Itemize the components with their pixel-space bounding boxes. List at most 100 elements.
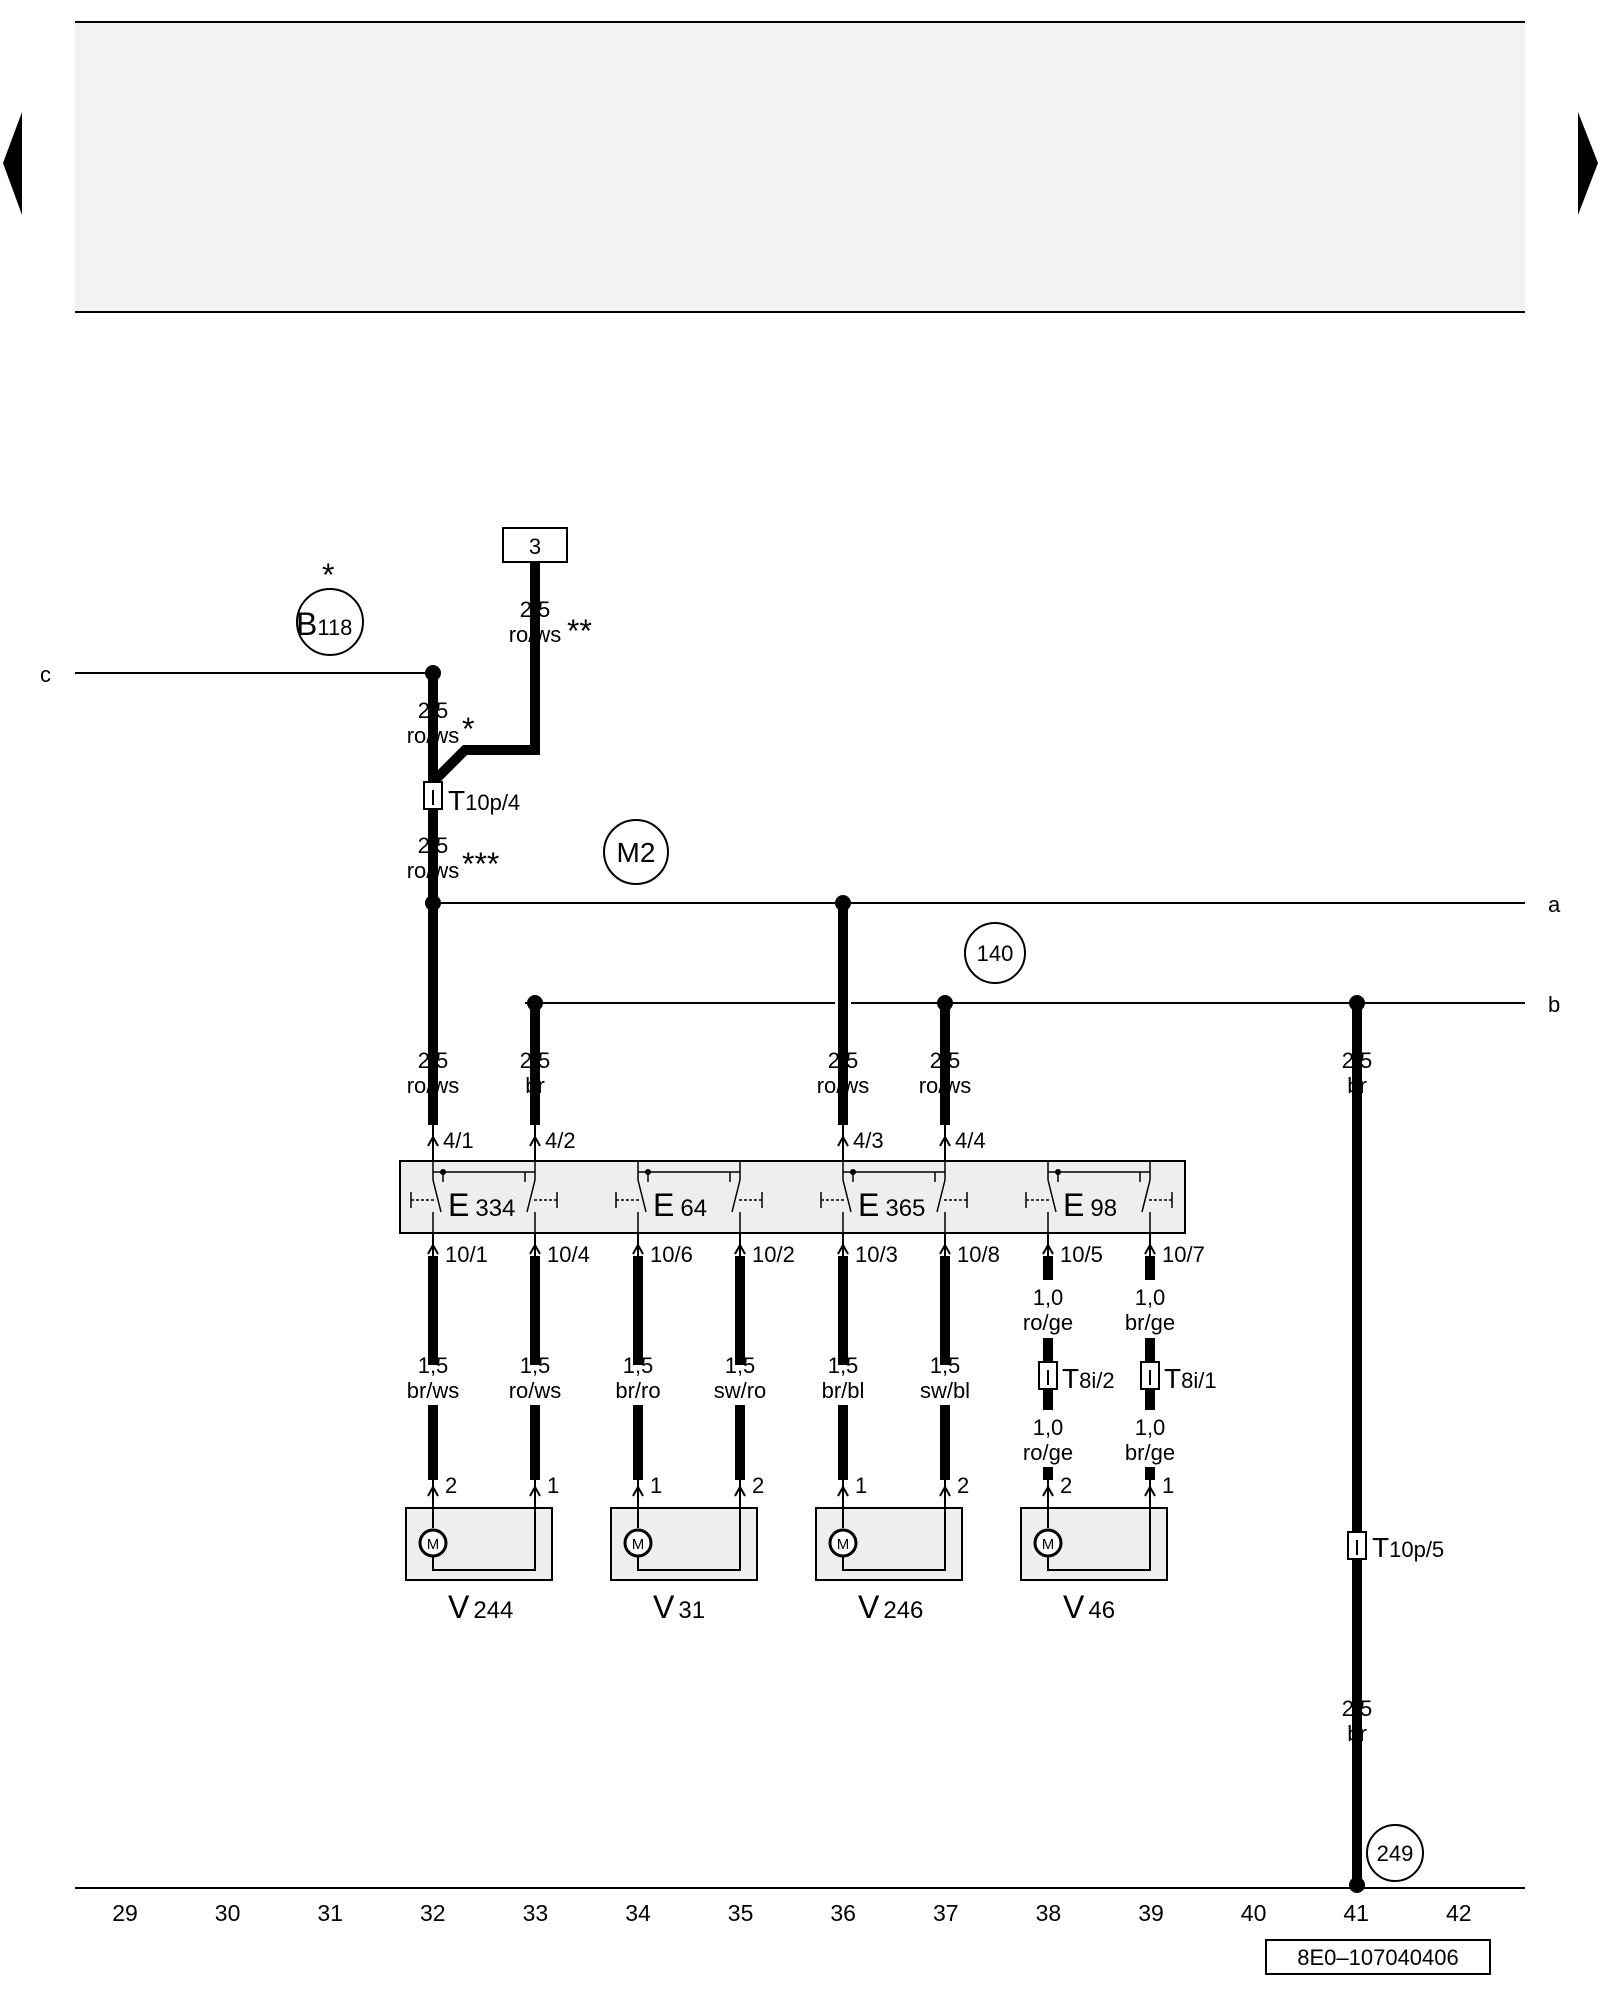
pin-label: 4/2	[545, 1128, 576, 1153]
pin-arrow-icon	[939, 1484, 951, 1497]
column-number: 30	[215, 1900, 241, 1926]
wire-label-size: 2,5	[418, 698, 449, 723]
wire-label-color: ro/ws	[919, 1073, 972, 1098]
wire-label-color: sw/bl	[920, 1378, 970, 1403]
switch-letter: E	[448, 1187, 469, 1223]
wire-label-size: 1,5	[623, 1353, 654, 1378]
doc-id: 8E0–107040406	[1297, 1945, 1459, 1970]
pin-arrow-icon	[427, 1484, 439, 1497]
junction-dot	[1349, 1877, 1365, 1893]
location-circle-140	[964, 922, 1026, 984]
connector-label: T8i/1	[1164, 1363, 1217, 1394]
pin-label: 2	[752, 1473, 764, 1498]
connector-sub: 8i/2	[1079, 1368, 1114, 1393]
b118-star: *	[322, 557, 334, 593]
pin-label: 2	[445, 1473, 457, 1498]
switch-number: 365	[885, 1195, 925, 1222]
pin-arrow-icon	[939, 1242, 951, 1255]
connector-label: T8i/2	[1062, 1363, 1115, 1394]
wire-label-color: ro/ge	[1023, 1310, 1073, 1335]
column-number: 38	[1036, 1900, 1062, 1926]
column-number: 40	[1241, 1900, 1267, 1926]
pin-label: 10/2	[752, 1242, 795, 1267]
switch-contact-dot	[645, 1169, 651, 1175]
m2-label: M2	[617, 837, 656, 868]
switch-number: 334	[475, 1195, 515, 1222]
junction-dot	[527, 995, 543, 1011]
wire-label-mark: *	[462, 711, 474, 747]
motor-number: 246	[883, 1597, 923, 1624]
pin-label: 1	[650, 1473, 662, 1498]
motor-lead	[842, 1508, 946, 1571]
edge-label-b: b	[1548, 992, 1560, 1017]
motor-letter: V	[858, 1589, 880, 1625]
junction-dot	[1349, 995, 1365, 1011]
column-number: 41	[1343, 1900, 1369, 1926]
switch-number: 64	[680, 1195, 707, 1222]
prev-page-arrow-icon[interactable]	[3, 112, 22, 215]
wire-label-size: 1,5	[520, 1353, 551, 1378]
switch-letter: E	[653, 1187, 674, 1223]
motor-letter: V	[1063, 1589, 1085, 1625]
switch-lever	[637, 1179, 647, 1213]
motor-box	[610, 1507, 758, 1581]
pin-label: 1	[1162, 1473, 1174, 1498]
wire-label-size: 2,5	[930, 1048, 961, 1073]
motor-lead	[432, 1508, 536, 1571]
column-number: 34	[625, 1900, 651, 1926]
switch-lever	[842, 1179, 852, 1213]
connector-letter: T	[1062, 1363, 1079, 1394]
column-number: 32	[420, 1900, 446, 1926]
pin-arrow-icon	[1042, 1242, 1054, 1255]
wire-label-color: br/ge	[1125, 1310, 1175, 1335]
wire-label-size: 1,5	[828, 1353, 859, 1378]
switch-lever	[526, 1179, 536, 1213]
pin-label: 4/4	[955, 1128, 986, 1153]
switch-number: 98	[1090, 1195, 1117, 1222]
motor-symbol-letter: M	[837, 1536, 850, 1553]
pin-label: 4/1	[443, 1128, 474, 1153]
switch-lever	[432, 1179, 442, 1213]
wire-label-color: sw/ro	[714, 1378, 767, 1403]
connector-sub: 8i/1	[1181, 1368, 1216, 1393]
wire-label-color: br	[1347, 1721, 1367, 1746]
pin-label: 10/5	[1060, 1242, 1103, 1267]
pin-label: 10/7	[1162, 1242, 1205, 1267]
connector-t10p4-label: T10p/4	[448, 785, 520, 816]
switch-lever	[936, 1179, 946, 1213]
motor-number: 244	[473, 1597, 513, 1624]
wire-label-color: ro/ws	[407, 858, 460, 883]
pin-label: 10/6	[650, 1242, 693, 1267]
pin-arrow-icon	[837, 1134, 849, 1147]
fuse-ref-label: 3	[529, 534, 541, 559]
motor-symbol-letter: M	[632, 1536, 645, 1553]
connector-t10p5-label: T10p/5	[1372, 1532, 1444, 1563]
wire-label-size: 2,5	[418, 1048, 449, 1073]
location-circle-249	[1366, 1824, 1424, 1882]
wire-label-size: 1,0	[1135, 1415, 1166, 1440]
wire-label-color: ro/ws	[509, 622, 562, 647]
pin-arrow-icon	[734, 1484, 746, 1497]
pin-label: 2	[1060, 1473, 1072, 1498]
pin-arrow-icon	[1144, 1242, 1156, 1255]
column-number: 36	[830, 1900, 856, 1926]
column-number: 39	[1138, 1900, 1164, 1926]
next-page-arrow-icon[interactable]	[1578, 112, 1598, 215]
wire-label-size: 2,5	[1342, 1696, 1373, 1721]
wire-fuse-feed	[429, 562, 540, 786]
edge-label-c: c	[40, 662, 51, 687]
switch-lever	[1047, 1179, 1057, 1213]
location-circle-b118	[296, 588, 364, 656]
pin-label: 2	[957, 1473, 969, 1498]
junction-dot	[937, 995, 953, 1011]
motor-letter: V	[653, 1589, 675, 1625]
motor-symbol-letter: M	[427, 1536, 440, 1553]
wire-label-color: ro/ge	[1023, 1440, 1073, 1465]
wire-label-color: br	[525, 1073, 545, 1098]
pin-arrow-icon	[1042, 1484, 1054, 1497]
